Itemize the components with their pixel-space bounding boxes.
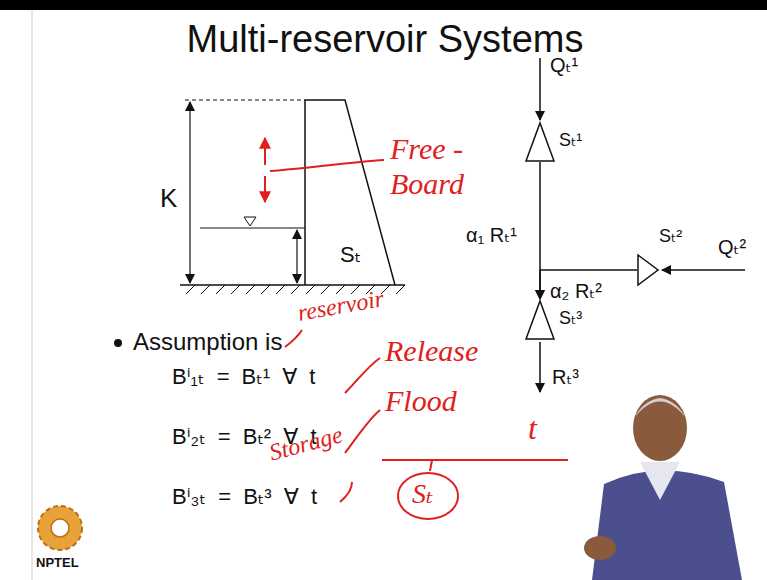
- annotation-stroke: [270, 160, 384, 171]
- reservoir-triangle: [526, 123, 554, 161]
- flow-label: Rₜ³: [552, 366, 579, 389]
- release-label: α₁ Rₜ¹: [464, 224, 519, 247]
- bullet-dot: [114, 339, 122, 347]
- storage-dimension: [296, 230, 297, 283]
- annotation-stroke: [285, 330, 302, 347]
- water-level-symbol: [244, 217, 256, 226]
- logo-emblem: [51, 519, 69, 537]
- logo-text: NPTEL: [36, 556, 79, 571]
- ground-line: [180, 284, 405, 286]
- video-bar: [0, 0, 767, 10]
- inflow-arrow: [539, 58, 541, 120]
- annotation-circle: [398, 473, 458, 519]
- inflow-arrow: [662, 269, 745, 271]
- annotation-stroke: [382, 459, 568, 461]
- freeboard-arrow: [264, 176, 266, 202]
- reservoir-triangle: [638, 255, 658, 285]
- reservoir-label: Sₜ³: [559, 308, 582, 329]
- equation: Bⁱ₃ₜ = Bₜ³ ∀ t: [172, 484, 317, 509]
- handwritten-note: Release: [385, 334, 478, 369]
- annotation-stroke: [345, 410, 380, 453]
- flow-label: Qₜ²: [718, 236, 746, 259]
- presenter-body: [592, 470, 742, 580]
- handwritten-note: t: [528, 410, 537, 447]
- reservoir-triangle: [526, 301, 554, 339]
- annotation-stroke: [345, 358, 380, 393]
- presenter-collar: [640, 462, 680, 500]
- dimension-label: K: [160, 184, 177, 214]
- handwritten-note: reservoir: [296, 285, 387, 327]
- reservoir-shape: [525, 300, 555, 340]
- reservoir-shape: [525, 122, 555, 162]
- water-surface: [200, 227, 305, 228]
- capacity-dimension: [189, 102, 190, 283]
- annotation-stroke: [340, 482, 352, 502]
- logo-emblem: [38, 506, 82, 550]
- handwritten-note: Free - Board: [390, 132, 478, 201]
- reservoir-node: Sₜ²: [637, 254, 659, 286]
- reservoir-shape: [637, 254, 659, 286]
- annotation-stroke: [430, 460, 432, 471]
- freeboard-arrow: [264, 138, 266, 165]
- handwritten-note: Sₜ: [412, 478, 433, 510]
- dimension-label: Sₜ: [340, 242, 361, 267]
- presenter-hair: [634, 398, 686, 418]
- handwritten-note: Flood: [385, 384, 457, 419]
- full-level-line: [185, 99, 305, 100]
- presenter-head: [633, 395, 687, 461]
- reservoir-label: Sₜ¹: [559, 130, 582, 151]
- presenter-hand: [584, 536, 616, 560]
- reservoir-node: Sₜ¹: [525, 122, 555, 162]
- outflow-arrow: [539, 342, 541, 392]
- slide-title: Multi-reservoir Systems: [170, 18, 600, 62]
- release-label: α₂ Rₜ²: [548, 280, 604, 303]
- dam-body: [305, 100, 395, 285]
- reservoir-label: Sₜ²: [659, 226, 682, 247]
- slide-border: [32, 10, 33, 580]
- flow-label: Qₜ¹: [550, 54, 578, 77]
- equation: Bⁱ₁ₜ = Bₜ¹ ∀ t: [172, 364, 315, 389]
- reservoir-node: Sₜ³: [525, 300, 555, 340]
- bullet-text: Assumption is: [133, 328, 282, 356]
